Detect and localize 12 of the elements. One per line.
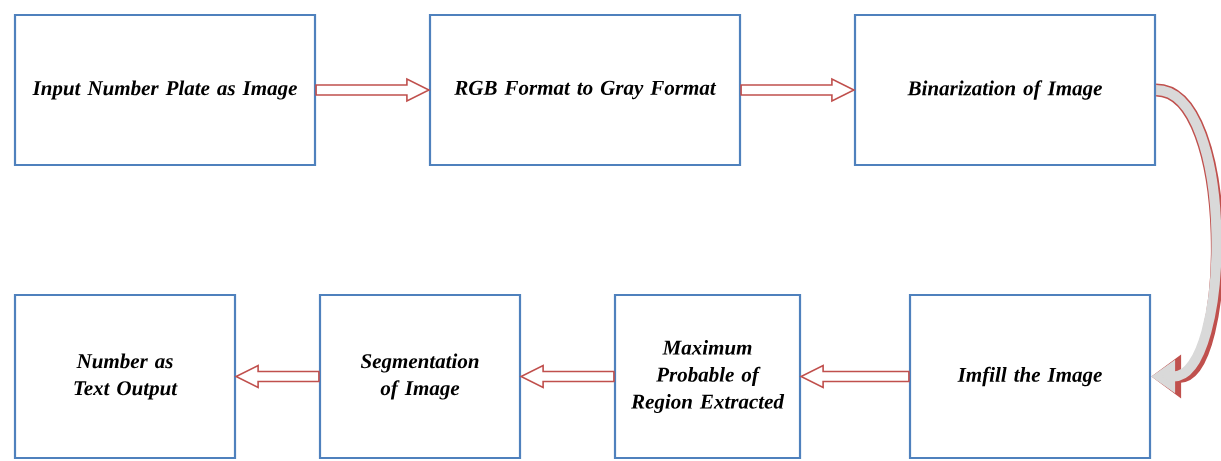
process-box: Binarization of Image [853,13,1157,167]
arrow [519,364,615,389]
arrow [234,364,320,389]
arrow [740,77,856,103]
process-box: Maximum Probable of Region Extracted [613,293,802,460]
arrow [315,77,431,103]
process-box: Segmentation of Image [318,293,522,460]
arrow [799,364,910,389]
process-box: Number as Text Output [13,293,237,460]
process-box: Imfill the Image [908,293,1152,460]
process-box: RGB Format to Gray Format [428,13,742,167]
process-box: Input Number Plate as Image [13,13,317,167]
